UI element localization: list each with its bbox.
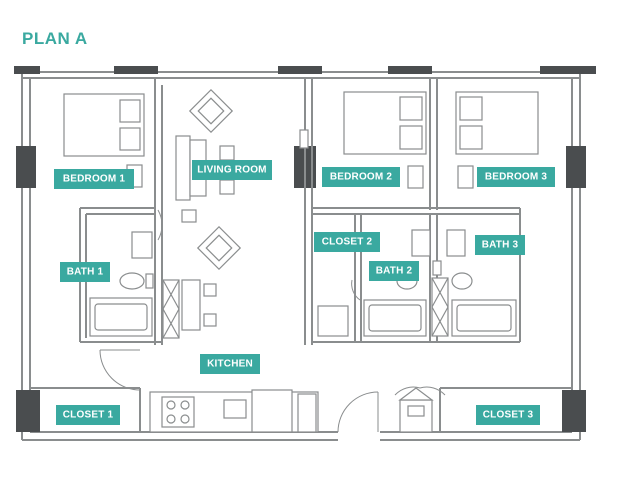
- bedroom-2-label: BEDROOM 2: [330, 172, 393, 183]
- bath-2-tag-bg: [369, 261, 419, 281]
- kitchen-counter: [149, 389, 319, 433]
- bath-1-label: BATH 1: [67, 267, 104, 278]
- closet-3-label: CLOSET 3: [483, 410, 534, 421]
- room-label-closet-2: CLOSET 2: [314, 232, 380, 252]
- closet-1-tag-bg: [56, 405, 120, 425]
- closet-2-tag-bg: [314, 232, 380, 252]
- bedroom-1-furniture: [63, 93, 145, 188]
- dining-table: [162, 279, 217, 339]
- bedroom-3-furniture: [455, 91, 539, 189]
- room-label-living-room: LIVING ROOM: [192, 160, 272, 180]
- room-label-bedroom-1: BEDROOM 1: [54, 169, 134, 189]
- bedroom-1-tag-bg: [54, 169, 134, 189]
- bedroom-3-tag-bg: [477, 167, 555, 187]
- doors: [99, 209, 446, 433]
- closet-3-tag-bg: [476, 405, 540, 425]
- living-room-label: LIVING ROOM: [197, 165, 266, 176]
- room-label-closet-3: CLOSET 3: [476, 405, 540, 425]
- closet-1-label: CLOSET 1: [63, 410, 114, 421]
- living-room-furniture: [175, 88, 242, 271]
- room-label-bedroom-3: BEDROOM 3: [477, 167, 555, 187]
- bath-2-label: BATH 2: [376, 266, 413, 277]
- bedroom-2-tag-bg: [322, 167, 400, 187]
- plan-title: PLAN A: [22, 29, 88, 48]
- bath-1-fixtures: [89, 231, 154, 337]
- closet-2-label: CLOSET 2: [322, 237, 373, 248]
- bath-3-tag-bg: [475, 235, 525, 255]
- kitchen-tag-bg: [200, 354, 260, 374]
- bedroom-1-label: BEDROOM 1: [63, 174, 126, 185]
- room-label-closet-1: CLOSET 1: [56, 405, 120, 425]
- columns: [14, 66, 596, 432]
- room-label-bath-2: BATH 2: [369, 261, 419, 281]
- bath-1-tag-bg: [60, 262, 110, 282]
- living-room-tag-bg: [192, 160, 272, 180]
- bedroom-2-furniture: [299, 91, 427, 189]
- kitchen-label: KITCHEN: [207, 359, 253, 370]
- room-label-bedroom-2: BEDROOM 2: [322, 167, 400, 187]
- room-label-kitchen: KITCHEN: [200, 354, 260, 374]
- room-label-bath-1: BATH 1: [60, 262, 110, 282]
- room-label-bath-3: BATH 3: [475, 235, 525, 255]
- closet-3-unit: [398, 387, 434, 433]
- bath-3-label: BATH 3: [482, 240, 519, 251]
- bedroom-3-label: BEDROOM 3: [485, 172, 548, 183]
